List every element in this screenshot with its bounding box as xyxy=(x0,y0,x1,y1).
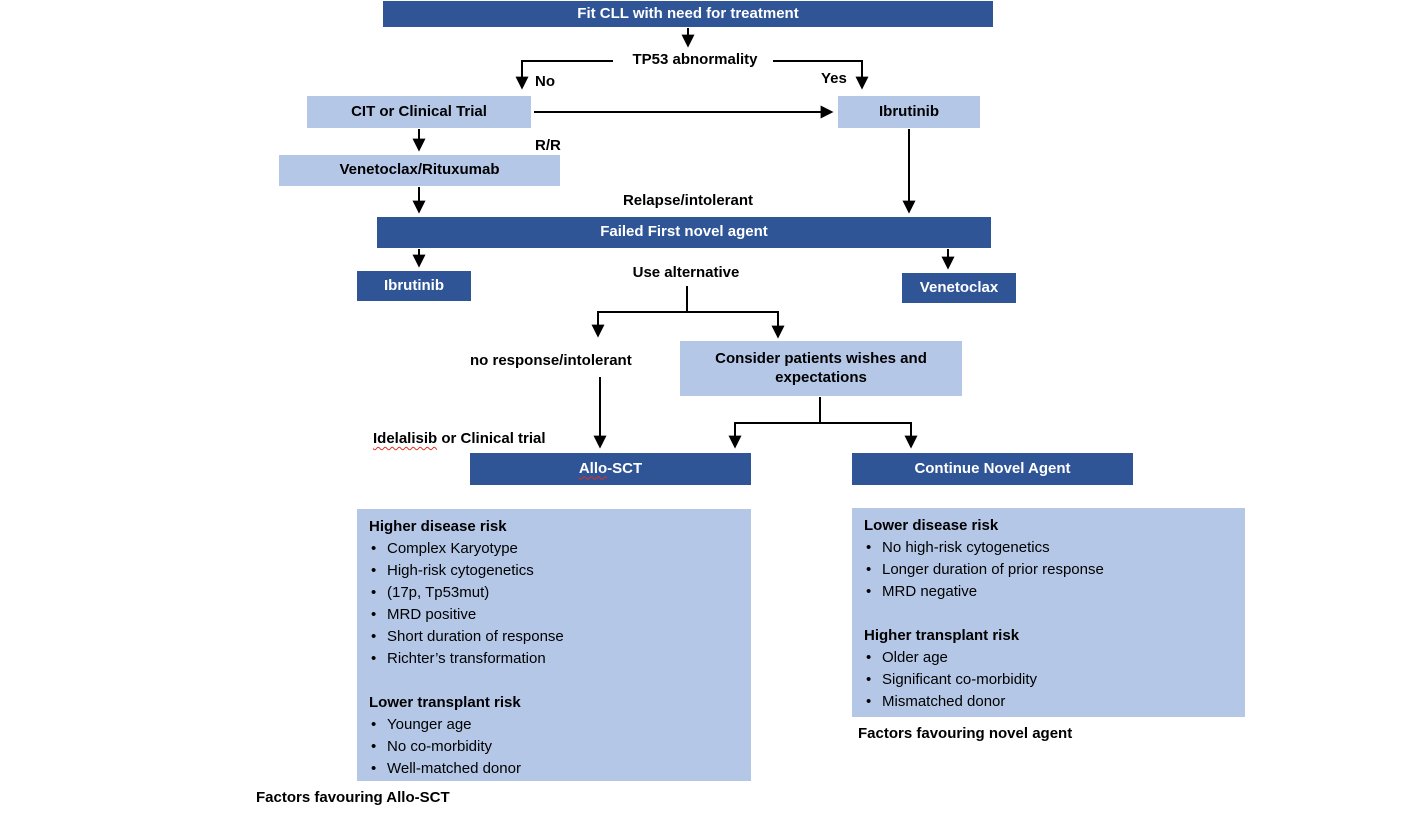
label-idelalisib-or-clinical-trial: Idelalisib or Clinical trial xyxy=(373,430,546,447)
label-use-alternative: Use alternative xyxy=(632,264,740,281)
label-or-clinical-trial: or Clinical trial xyxy=(437,430,546,447)
factor-item: Younger age xyxy=(369,714,741,736)
factors-list: Complex Karyotype High-risk cytogenetics… xyxy=(369,538,741,670)
caption-factors-favouring-allo-sct: Factors favouring Allo-SCT xyxy=(256,789,450,806)
factors-list: Older age Significant co-morbidity Misma… xyxy=(864,647,1235,713)
factors-heading: Higher transplant risk xyxy=(864,627,1020,644)
novel-agent-factors-box: Lower disease risk No high-risk cytogene… xyxy=(852,508,1245,717)
factors-list: No high-risk cytogenetics Longer duratio… xyxy=(864,537,1235,603)
factors-heading: Lower transplant risk xyxy=(369,694,521,711)
factor-item: MRD positive xyxy=(369,604,741,626)
label-tp53-abnormality: TP53 abnormality xyxy=(632,51,758,68)
factor-item: Mismatched donor xyxy=(864,691,1235,713)
node-venetoclax-second: Venetoclax xyxy=(902,273,1016,303)
node-ibrutinib-first-line: Ibrutinib xyxy=(838,96,980,128)
label-no-response-intolerant: no response/intolerant xyxy=(470,352,632,369)
factor-item: Complex Karyotype xyxy=(369,538,741,560)
factor-item: (17p, Tp53mut) xyxy=(369,582,741,604)
factor-item: No co-morbidity xyxy=(369,736,741,758)
label-relapse-intolerant: Relapse/intolerant xyxy=(622,192,754,209)
factor-item: Longer duration of prior response xyxy=(864,559,1235,581)
node-consider-patient-wishes: Consider patients wishes and expectation… xyxy=(680,341,962,396)
node-allo-sct: Allo-SCT xyxy=(470,453,751,485)
label-rr: R/R xyxy=(535,137,561,154)
allo-sct-marked-part: Allo xyxy=(578,459,608,477)
factor-item: Richter’s transformation xyxy=(369,648,741,670)
caption-factors-favouring-novel-agent: Factors favouring novel agent xyxy=(858,725,1073,742)
node-ibrutinib-second: Ibrutinib xyxy=(357,271,471,301)
factor-item: Significant co-morbidity xyxy=(864,669,1235,691)
allo-sct-rest-part: -SCT xyxy=(607,459,643,477)
factors-heading: Higher disease risk xyxy=(369,518,507,535)
node-cit-or-clinical-trial: CIT or Clinical Trial xyxy=(307,96,531,128)
factor-item: Older age xyxy=(864,647,1235,669)
node-failed-first-novel-agent: Failed First novel agent xyxy=(377,217,991,248)
factor-item: High-risk cytogenetics xyxy=(369,560,741,582)
node-fit-cll: Fit CLL with need for treatment xyxy=(383,1,993,27)
label-no: No xyxy=(535,73,555,90)
factor-item: Well-matched donor xyxy=(369,758,741,780)
factor-item: No high-risk cytogenetics xyxy=(864,537,1235,559)
label-yes: Yes xyxy=(821,70,847,87)
node-continue-novel-agent: Continue Novel Agent xyxy=(852,453,1133,485)
allo-sct-factors-box: Higher disease risk Complex Karyotype Hi… xyxy=(357,509,751,781)
factor-item: Short duration of response xyxy=(369,626,741,648)
node-venetoclax-rituxumab: Venetoclax/Rituxumab xyxy=(279,155,560,186)
factors-list: Younger age No co-morbidity Well-matched… xyxy=(369,714,741,780)
label-idelalisib-word: Idelalisib xyxy=(373,430,438,447)
factor-item: MRD negative xyxy=(864,581,1235,603)
factors-heading: Lower disease risk xyxy=(864,517,999,534)
